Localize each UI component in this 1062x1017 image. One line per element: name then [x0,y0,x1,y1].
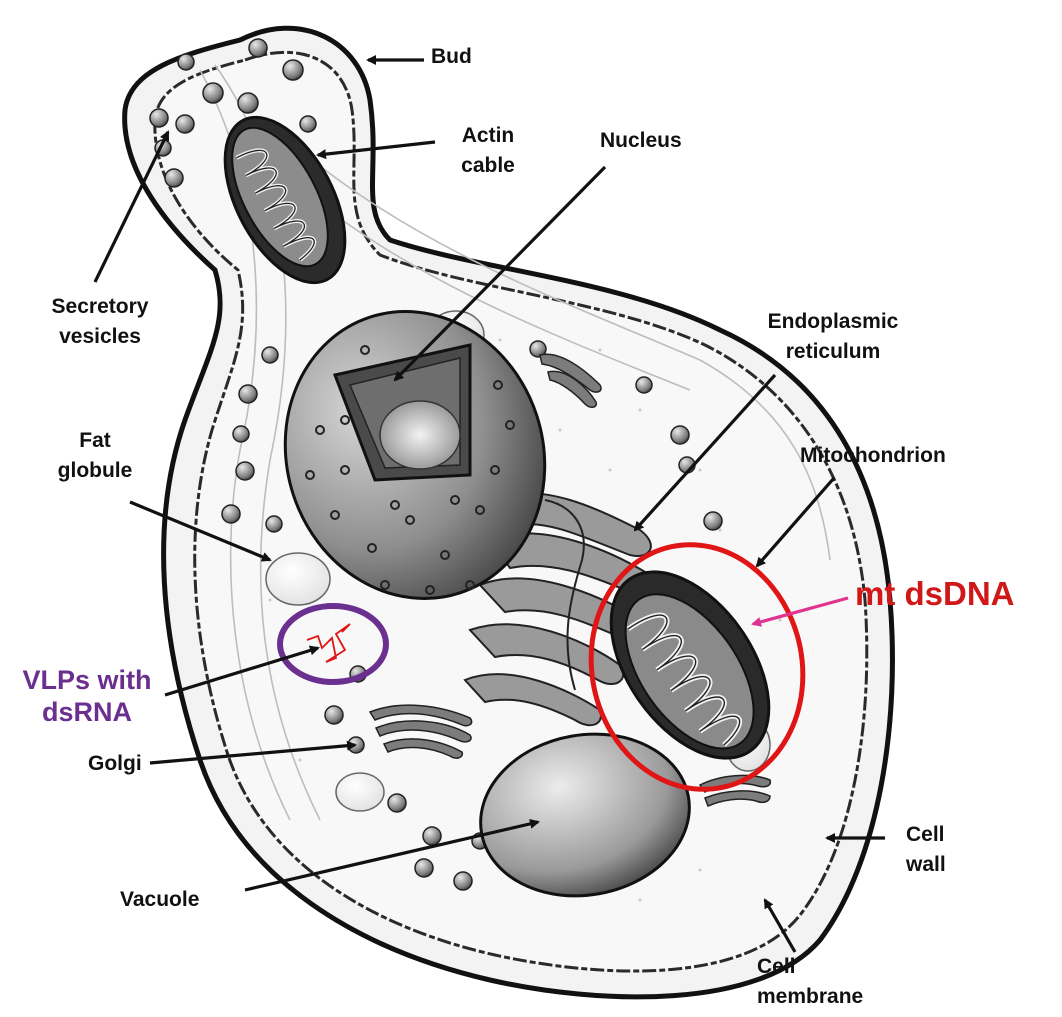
label-actin-cable-line-2: cable [448,151,528,181]
label-fat-globule: Fat globule [40,426,150,487]
label-vlps-with-dsrna: VLPs with dsRNA [4,664,170,729]
label-vacuole: Vacuole [120,885,199,915]
label-mt-dsdna: mt dsDNA [855,570,1015,618]
label-cell-wall-line-1: Cell [906,820,946,850]
label-fat-globule-line-2: globule [40,456,150,486]
label-cell-membrane-line-1: Cell [757,952,863,982]
label-nucleus: Nucleus [600,126,682,156]
label-mitochondrion: Mitochondrion [800,441,946,471]
label-er-line-2: reticulum [740,337,926,367]
label-secretory-vesicles: Secretory vesicles [26,292,174,353]
label-vlp-line-1: VLPs with [4,664,170,696]
label-er-line-1: Endoplasmic [740,307,926,337]
label-secretory-vesicles-line-1: Secretory [26,292,174,322]
label-fat-globule-line-1: Fat [40,426,150,456]
label-secretory-vesicles-line-2: vesicles [26,322,174,352]
label-endoplasmic-reticulum: Endoplasmic reticulum [740,307,926,368]
label-vlp-line-2: dsRNA [4,696,170,728]
label-golgi: Golgi [88,749,142,779]
label-cell-membrane: Cell membrane [757,952,863,1013]
label-bud: Bud [431,42,472,72]
label-cell-membrane-line-2: membrane [757,982,863,1012]
label-actin-cable: Actin cable [448,121,528,182]
label-cell-wall: Cell wall [906,820,946,881]
label-actin-cable-line-1: Actin [448,121,528,151]
label-cell-wall-line-2: wall [906,850,946,880]
